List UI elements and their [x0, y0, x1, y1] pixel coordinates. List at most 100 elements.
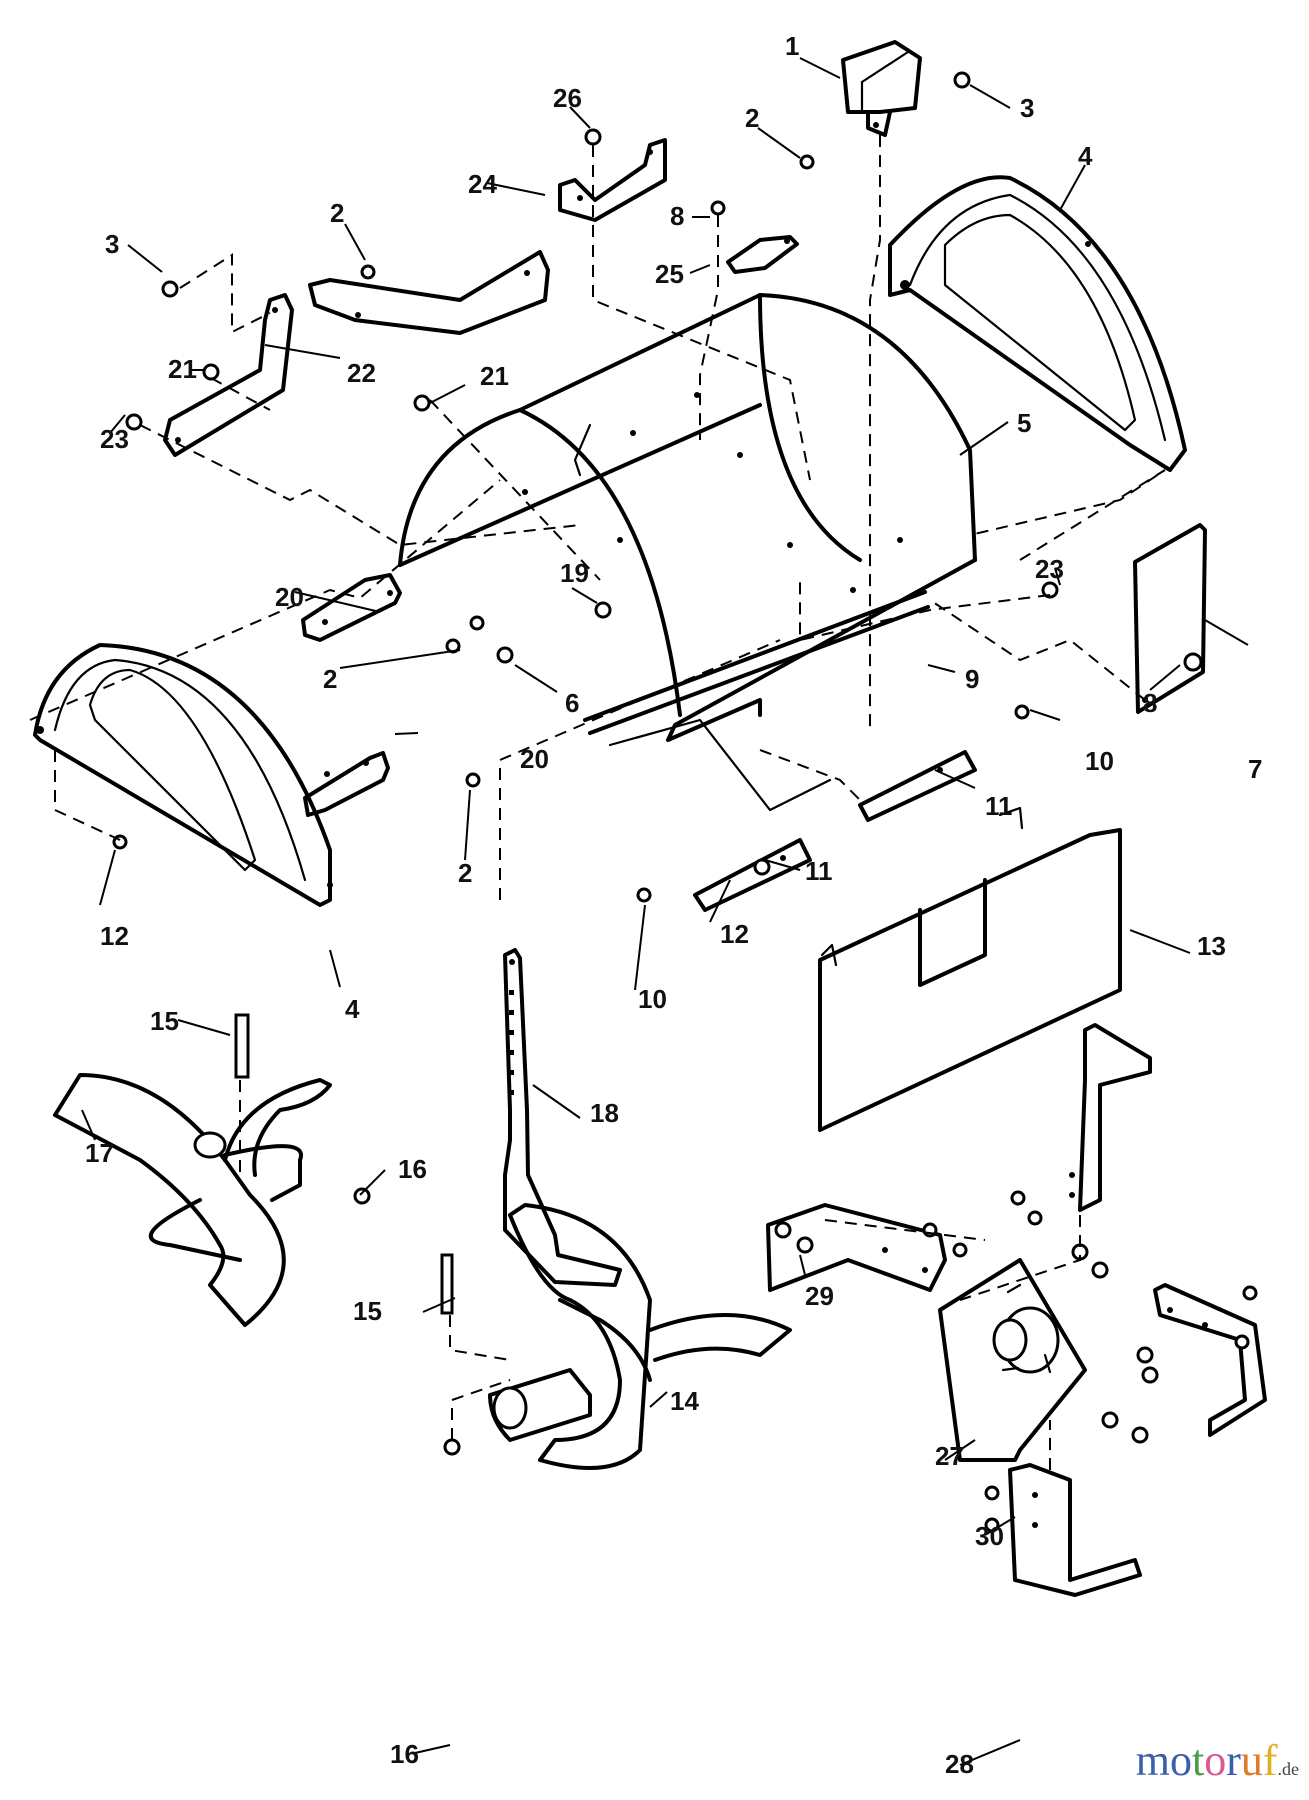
callout-label: 2: [330, 198, 344, 228]
callout-label: 3: [1020, 93, 1034, 123]
part-4-side-shield-right: [888, 175, 1187, 472]
callout-label: 15: [353, 1296, 382, 1326]
callout-label: 23: [100, 424, 129, 454]
callout-label: 1: [785, 31, 799, 61]
callout-label: 20: [520, 744, 549, 774]
part-5-tine-hood: [398, 293, 977, 742]
part-28-bracket-right: [1153, 1283, 1267, 1437]
callout-label: 10: [638, 984, 667, 1014]
callout-label: 3: [105, 229, 119, 259]
bolt-head-icon: [584, 128, 602, 146]
part-9-rod: [583, 590, 930, 812]
watermark-letter: t: [1191, 1736, 1205, 1785]
callout-label: 23: [1035, 554, 1064, 584]
part-11-bracket-left: [693, 838, 812, 912]
watermark-letter: u: [1240, 1736, 1263, 1785]
callout-label: 21: [168, 354, 197, 384]
part-24-u-bracket: [558, 138, 667, 222]
bolt-head-icon: [1141, 1366, 1159, 1384]
callout-label: 17: [85, 1138, 114, 1168]
part-28-bracket-bottom: [1008, 1463, 1142, 1597]
callout-label: 2: [323, 664, 337, 694]
callout-label: 13: [1197, 931, 1226, 961]
nut-icon: [360, 264, 376, 280]
part-27-mount-plate: [938, 1258, 1087, 1462]
part-18-depth-bar: [503, 948, 622, 1287]
part-17-tine-left: [53, 1073, 332, 1327]
part-14-tine-center: [488, 1203, 792, 1470]
bolt-head-icon: [1041, 581, 1059, 599]
watermark-letter: f: [1262, 1736, 1278, 1785]
callout-label: 9: [965, 664, 979, 694]
bolt-head-icon: [953, 71, 971, 89]
bolt-29-icon: [796, 1236, 814, 1254]
bolt-15-center-icon: [440, 1253, 454, 1315]
part-11-bracket-right: [858, 750, 977, 822]
bolt-head-icon: [413, 394, 431, 412]
bolt-29-icon: [774, 1221, 792, 1239]
bolt-head-icon: [710, 200, 726, 216]
callout-label: 27: [935, 1441, 964, 1471]
callout-label: 16: [390, 1739, 419, 1769]
nut-icon: [1234, 1334, 1250, 1350]
callout-label: 29: [805, 1281, 834, 1311]
callout-label: 4: [1078, 141, 1093, 171]
callout-label: 11: [985, 791, 1013, 821]
watermark-tld: .de: [1277, 1759, 1300, 1779]
bolt-head-icon: [125, 413, 143, 431]
callout-label: 26: [553, 83, 582, 113]
part-7-plate: [1133, 523, 1207, 714]
part-28-bracket-top: [1069, 1023, 1152, 1212]
part-20-bracket-lower: [303, 751, 390, 817]
assembly-dash-lines: [29, 135, 1166, 1470]
part-13-deflector-plate: [818, 806, 1122, 1132]
watermark-letter: r: [1226, 1736, 1241, 1785]
callout-label: 25: [655, 259, 684, 289]
watermark-letter: o: [1204, 1736, 1227, 1785]
callout-label: 19: [560, 558, 589, 588]
callout-label: 8: [1143, 688, 1157, 718]
callout-label: 2: [458, 858, 472, 888]
callout-label: 10: [1085, 746, 1114, 776]
nut-icon: [799, 154, 815, 170]
bolt-head-icon: [1136, 1346, 1154, 1364]
nut-icon: [952, 1242, 968, 1258]
bolt-head-icon: [1091, 1261, 1109, 1279]
watermark-letter: m: [1135, 1736, 1170, 1785]
callout-label: 22: [347, 358, 376, 388]
nut-icon: [636, 887, 652, 903]
callout-label: 15: [150, 1006, 179, 1036]
bolt-head-icon: [1101, 1411, 1119, 1429]
callout-label: 6: [565, 688, 579, 718]
part-22-brackets: [163, 250, 550, 457]
nut-icon: [469, 615, 485, 631]
part-4-side-shield-left: [33, 643, 333, 907]
callout-label: 4: [345, 994, 360, 1024]
nut-16-icon: [353, 1187, 371, 1205]
nut-16-icon: [443, 1438, 461, 1456]
callout-label: 24: [468, 169, 497, 199]
callout-label: 14: [670, 1386, 699, 1416]
callout-label: 18: [590, 1098, 619, 1128]
part-20-bracket-upper: [301, 573, 402, 642]
nut-icon: [1010, 1190, 1026, 1206]
bolt-head-icon: [202, 363, 220, 381]
callout-label: 16: [398, 1154, 427, 1184]
callout-label: 20: [275, 582, 304, 612]
motoruf-watermark: motoruf.de: [1136, 1735, 1299, 1786]
depth-bar-teeth: [509, 990, 514, 1095]
nut-icon: [1014, 704, 1030, 720]
bolt-head-icon: [1183, 652, 1203, 672]
watermark-letter: o: [1169, 1736, 1192, 1785]
bolt-head-icon: [594, 601, 612, 619]
bolt-head-icon: [161, 280, 179, 298]
part-drawings: [33, 40, 1267, 1597]
callout-label: 11: [805, 856, 833, 886]
nut-icon: [465, 772, 481, 788]
nut-icon: [753, 858, 771, 876]
callout-label: 12: [100, 921, 129, 951]
part-1-handle-clip: [841, 40, 922, 137]
callout-label: 7: [1248, 754, 1262, 784]
